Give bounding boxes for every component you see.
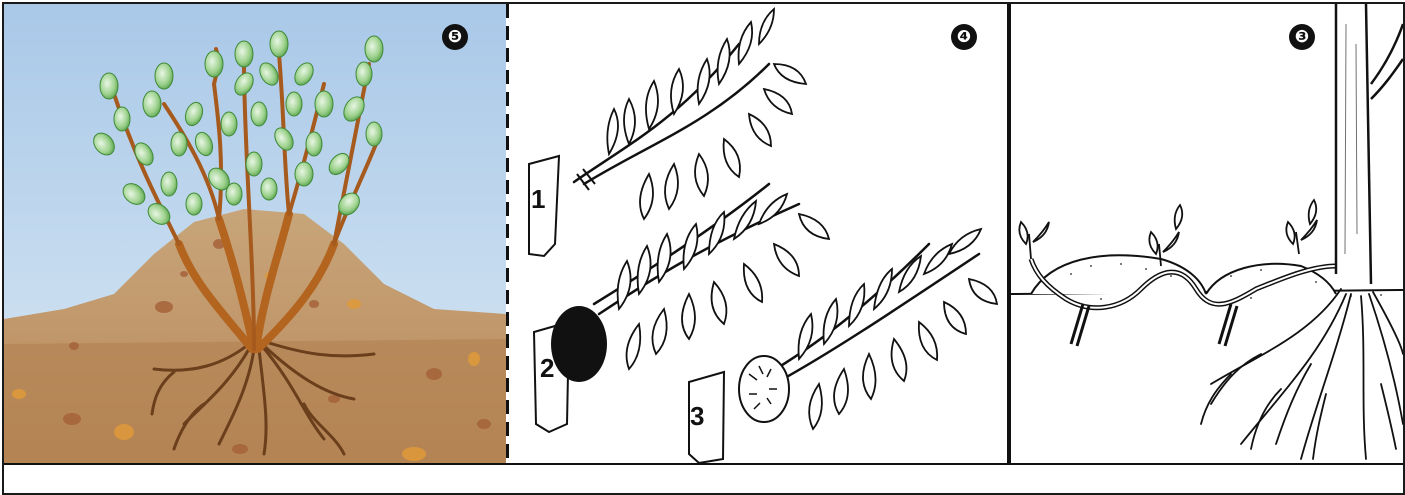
panel-cuttings: ❹ 1 2 3 — [509, 4, 1007, 463]
mound-layering-illustration — [4, 4, 506, 463]
panel-number-badge: ❺ — [442, 24, 468, 50]
panel-number-badge: ❹ — [951, 24, 977, 50]
panel-serpentine-layering: ❸ — [1011, 4, 1403, 463]
cuttings-illustration — [509, 4, 1007, 463]
cutting-label-1: 1 — [531, 184, 545, 215]
cutting-label-2: 2 — [540, 353, 554, 384]
caption-strip — [4, 465, 1403, 493]
panel-number-badge: ❸ — [1289, 24, 1315, 50]
cutting-label-3: 3 — [690, 401, 704, 432]
serpentine-layering-illustration — [1011, 4, 1403, 463]
panel-mound-layering: ❺ — [4, 4, 506, 463]
